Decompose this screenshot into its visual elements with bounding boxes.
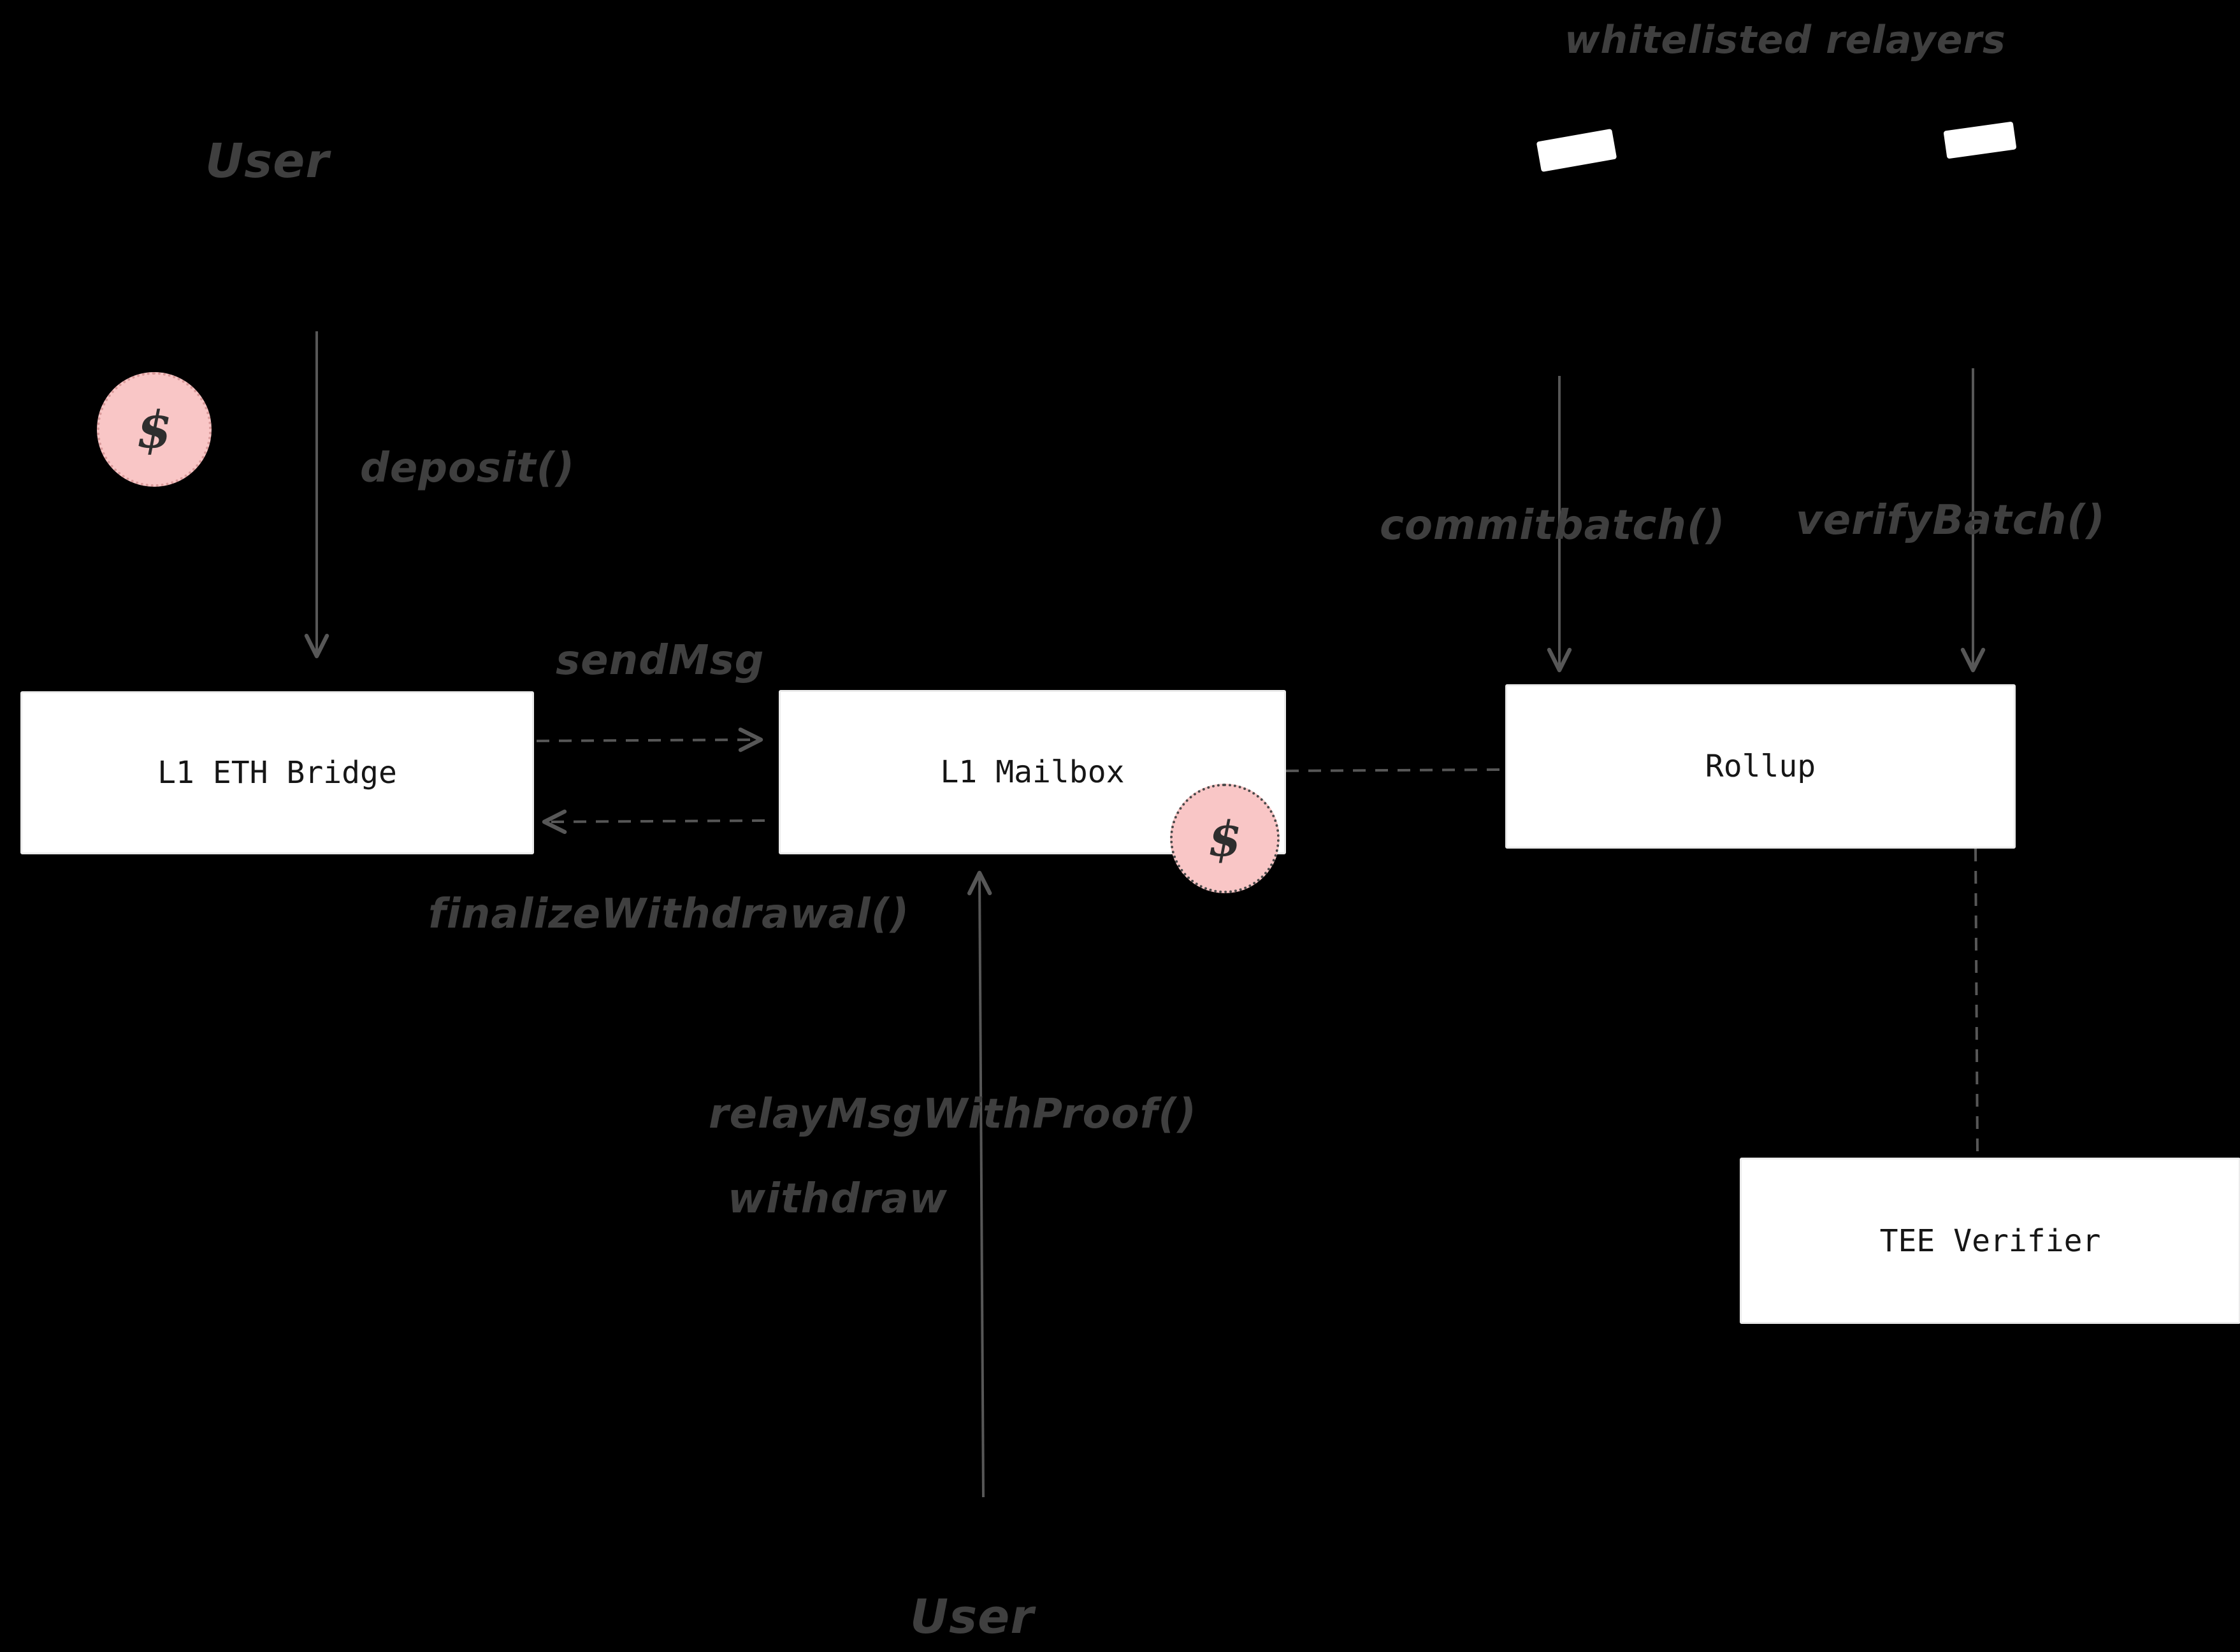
dollar-sign: $ (1208, 810, 1242, 867)
send-msg-label: sendMsg (556, 637, 765, 684)
node-l1-eth-bridge: L1 ETH Bridge (20, 691, 534, 854)
node-rollup: Rollup (1505, 684, 2016, 849)
whitelisted-relayers-label: whitelisted relayers (1564, 18, 2006, 62)
finalize-withdrawal-label: finalizeWithdrawal() (428, 891, 910, 938)
node-label: TEE Verifier (1879, 1223, 2101, 1259)
dollar-coin-mailbox: $ (1170, 784, 1280, 893)
node-label: Rollup (1705, 749, 1816, 784)
commit-batch-label: commitbatch() (1380, 502, 1726, 549)
dollar-sign: $ (136, 399, 172, 459)
user-bottom-label: User (910, 1590, 1034, 1644)
dollar-coin-top: $ (97, 372, 212, 487)
node-label: L1 Mailbox (940, 754, 1125, 790)
verify-batch-label: verifyBatch() (1796, 497, 2106, 544)
user-top-label: User (205, 134, 329, 189)
withdraw-label: withdraw (728, 1175, 948, 1223)
rollup-tee-link (1974, 848, 1979, 1154)
relay-msg-arrow (967, 870, 992, 1498)
mailbox-rollup-link (1285, 768, 1501, 772)
node-label: L1 ETH Bridge (157, 755, 397, 791)
deposit-label: deposit() (360, 445, 575, 492)
relay-msg-label: relayMsgWithProof() (709, 1091, 1197, 1138)
send-msg-arrow (536, 727, 763, 752)
finalize-withdrawal-arrow (542, 809, 765, 835)
node-tee-verifier: TEE Verifier (1740, 1158, 2240, 1324)
